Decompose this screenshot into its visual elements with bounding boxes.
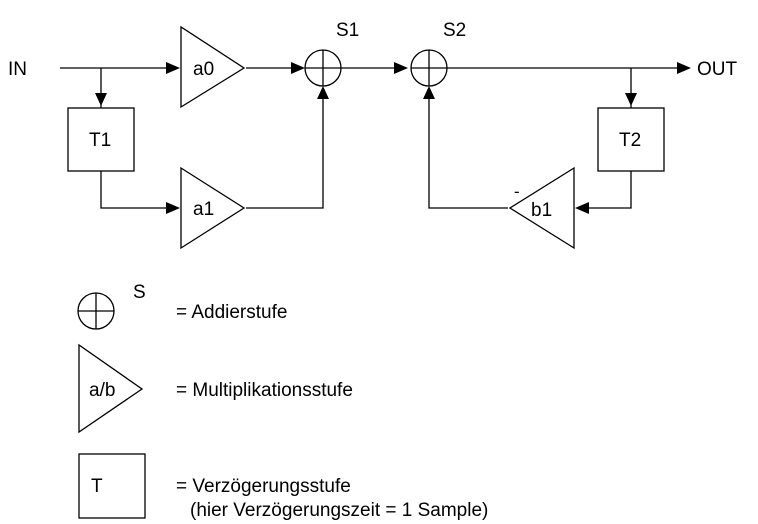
adder-s1: S1 [304, 20, 359, 87]
legend: S = Addierstufe a/b = Multiplikationsstu… [77, 282, 488, 521]
wire-a1-to-s1 [246, 98, 324, 209]
arrowhead-b1-input [575, 202, 589, 214]
multiplier-b1: b1 - [508, 166, 575, 250]
delay-box-icon [67, 107, 135, 172]
legend-adder: S = Addierstufe [77, 282, 287, 330]
arrowhead-a1-input [166, 202, 180, 214]
delay-box-icon [78, 453, 146, 519]
multiplier-b1-sign: - [514, 182, 520, 201]
triangle-icon [78, 343, 144, 434]
adder-s2: S2 [410, 20, 466, 87]
delay-t2-label: T2 [619, 130, 641, 151]
legend-multiplier-symbol-label: a/b [89, 380, 115, 401]
delay-t1: T1 [67, 107, 135, 172]
wire-t2-to-b1 [588, 171, 632, 209]
legend-delay-text: = Verzögerungsstufe [176, 476, 351, 497]
multiplier-b1-label: b1 [531, 200, 552, 221]
legend-multiplier: a/b = Multiplikationsstufe [78, 343, 353, 434]
arrowhead-output [677, 62, 691, 74]
legend-delay-note: (hier Verzögerungszeit = 1 Sample) [190, 500, 488, 521]
legend-adder-symbol-label: S [133, 282, 146, 303]
delay-t2: T2 [597, 107, 665, 172]
arrowhead-a0-input [166, 62, 180, 74]
output-label: OUT [697, 59, 738, 80]
arrowhead-s1-input [291, 62, 305, 74]
multiplier-a1: a1 [180, 166, 246, 250]
legend-multiplier-text: = Multiplikationsstufe [176, 380, 353, 401]
arrowhead-t2-input [625, 93, 637, 106]
legend-adder-text: = Addierstufe [176, 302, 287, 323]
triangle-icon [180, 25, 246, 109]
multiplier-a0: a0 [180, 25, 246, 109]
wire-t1-to-a1 [100, 171, 168, 209]
wire-b1-to-s2 [428, 96, 508, 209]
adder-s2-label: S2 [443, 20, 466, 41]
multiplier-a1-label: a1 [193, 199, 214, 220]
arrowhead-t1-input [95, 93, 107, 106]
adder-s1-label: S1 [336, 20, 359, 41]
legend-delay: T = Verzögerungsstufe (hier Verzögerungs… [78, 453, 488, 521]
arrowhead-s1-bottom-input [317, 86, 329, 99]
input-label: IN [8, 59, 27, 80]
legend-delay-symbol-label: T [91, 476, 103, 497]
arrowhead-s2-input [394, 62, 408, 74]
multiplier-a0-label: a0 [193, 59, 214, 80]
signal-wires [60, 67, 678, 209]
arrowhead-s2-bottom-input [423, 86, 435, 99]
delay-t1-label: T1 [89, 130, 111, 151]
triangle-icon [180, 166, 246, 250]
arrowheads [95, 62, 691, 214]
delay-box-icon [597, 107, 665, 172]
triangle-icon [508, 166, 575, 250]
